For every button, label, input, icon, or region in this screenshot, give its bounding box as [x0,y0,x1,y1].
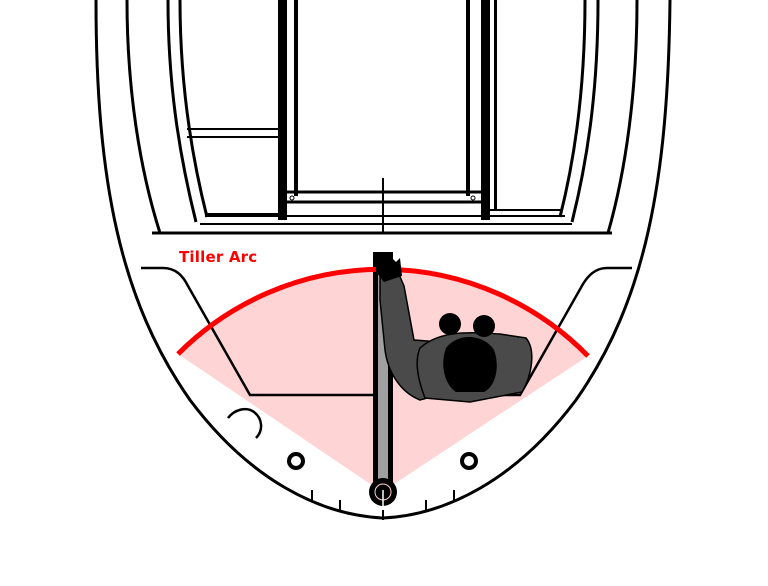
right-panel-outer [570,0,600,223]
cockpit-seat-right [420,266,632,397]
tiller-arc-label: Tiller Arc [179,248,258,266]
right-post-thin-2 [494,0,497,210]
helmsman-knee-right [473,315,495,337]
hull-inner-line-right [606,0,639,234]
left-panel-outer [166,0,198,223]
cockpit-seat-left [141,266,382,397]
right-post-thin [466,0,470,196]
cleat-ring-left [287,452,305,470]
transom-ticks [311,490,455,520]
stern-bump-left [227,407,263,439]
cleat-ring-right [460,452,478,470]
helmsman-hand [376,254,402,282]
right-post-thick [481,0,490,220]
left-panel-inner [178,0,209,218]
hull-inner-line-left [125,0,162,234]
helmsman-knee-left [439,313,461,335]
helmsman-head [443,336,497,392]
tiller-inner [378,256,388,482]
left-post-thick [278,0,287,220]
helmsman-figure [376,254,533,403]
right-panel-inner [558,0,587,218]
companionway-pin-left [289,195,295,201]
companionway-pin-right [470,195,476,201]
left-post-thin [294,0,298,196]
